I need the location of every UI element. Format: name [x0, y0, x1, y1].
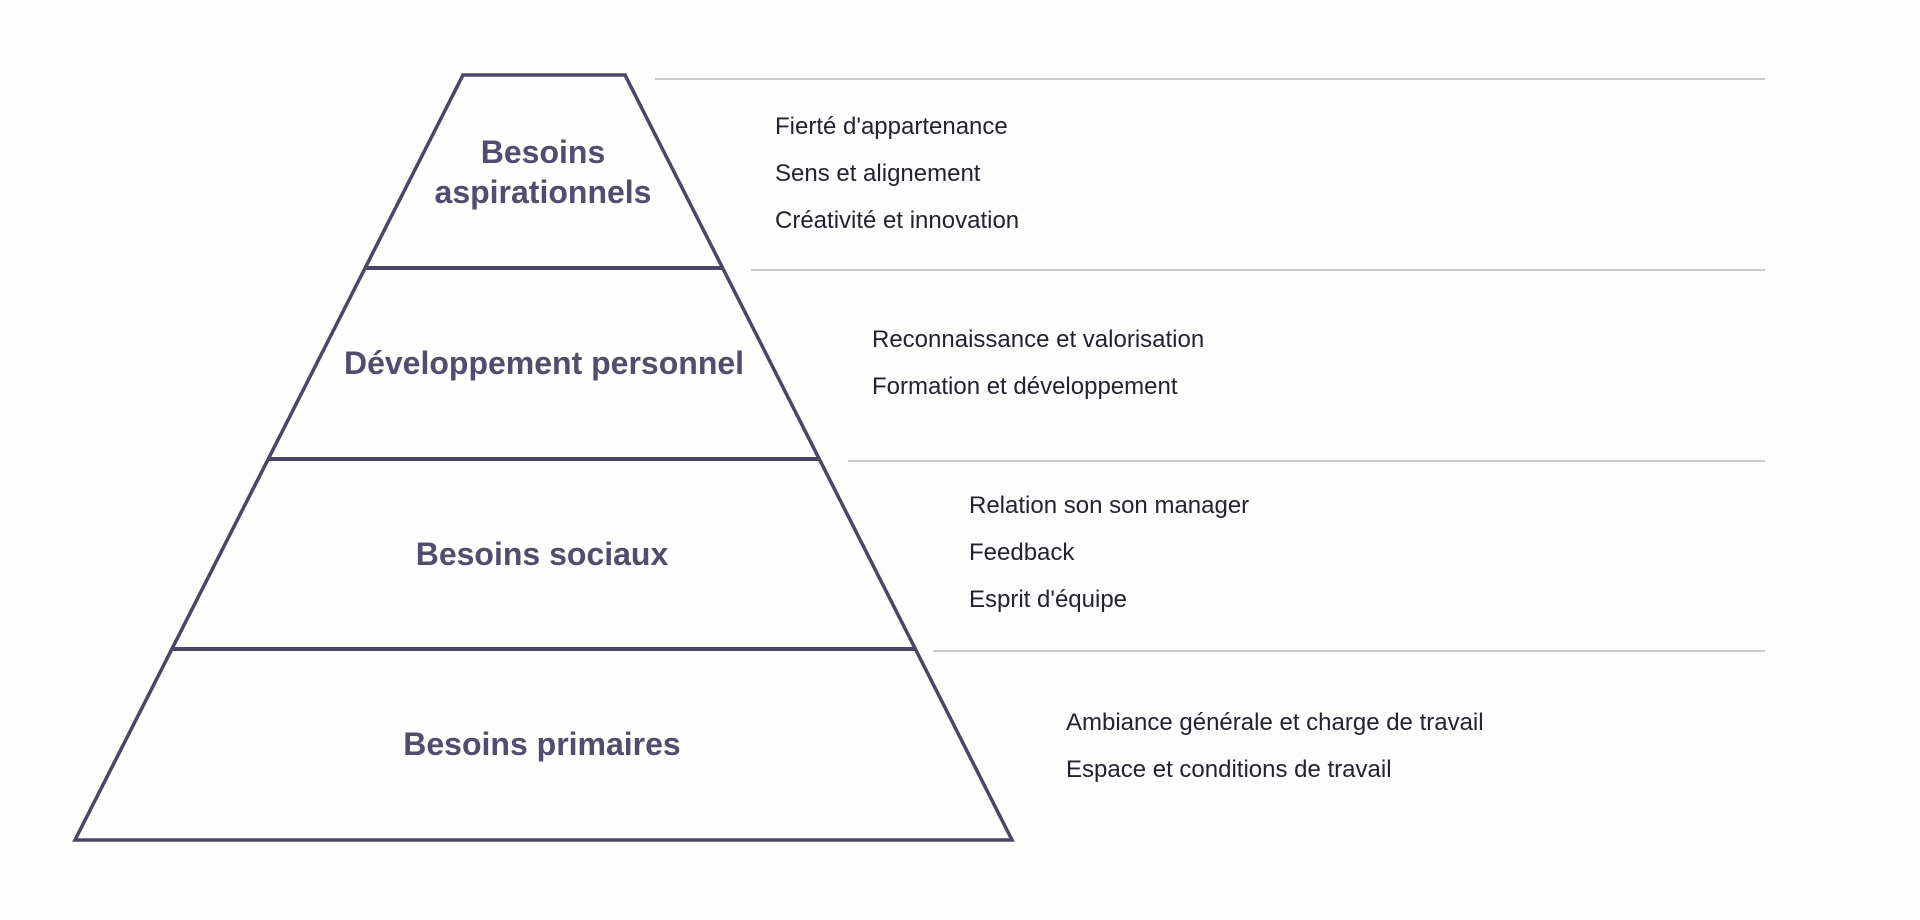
tier-1-item-list: Fierté d'appartenance Sens et alignement… — [775, 103, 1019, 244]
tier-3-item: Esprit d'équipe — [969, 586, 1128, 613]
tier-4-item: Ambiance générale et charge de travail — [1066, 709, 1484, 736]
tier-3-item: Relation son son manager — [969, 492, 1250, 519]
tier-1-label: Besoins aspirationnels — [434, 134, 652, 210]
tier-3-item-list: Relation son son manager Feedback Esprit… — [969, 482, 1249, 623]
separator-line-tier-2 — [751, 269, 1765, 271]
tier-3-label: Besoins sociaux — [415, 536, 669, 572]
tier-4-label: Besoins primaires — [403, 726, 681, 762]
tier-3-item: Feedback — [969, 539, 1075, 566]
tier-1-item: Sens et alignement — [775, 160, 981, 187]
separator-line-tier-4 — [933, 650, 1765, 652]
separator-line-tier-3 — [848, 460, 1765, 462]
tier-1-item: Créativité et innovation — [775, 207, 1020, 234]
tier-4-item: Espace et conditions de travail — [1066, 756, 1392, 783]
separator-line-tier-1 — [655, 78, 1765, 80]
tier-1-item: Fierté d'appartenance — [775, 113, 1008, 140]
tier-2-item-list: Reconnaissance et valorisation Formation… — [872, 316, 1204, 410]
tier-2-item: Reconnaissance et valorisation — [872, 326, 1205, 353]
tier-2-item: Formation et développement — [872, 373, 1178, 400]
tier-2-label: Développement personnel — [343, 345, 745, 381]
tier-4-item-list: Ambiance générale et charge de travail E… — [1066, 699, 1484, 793]
